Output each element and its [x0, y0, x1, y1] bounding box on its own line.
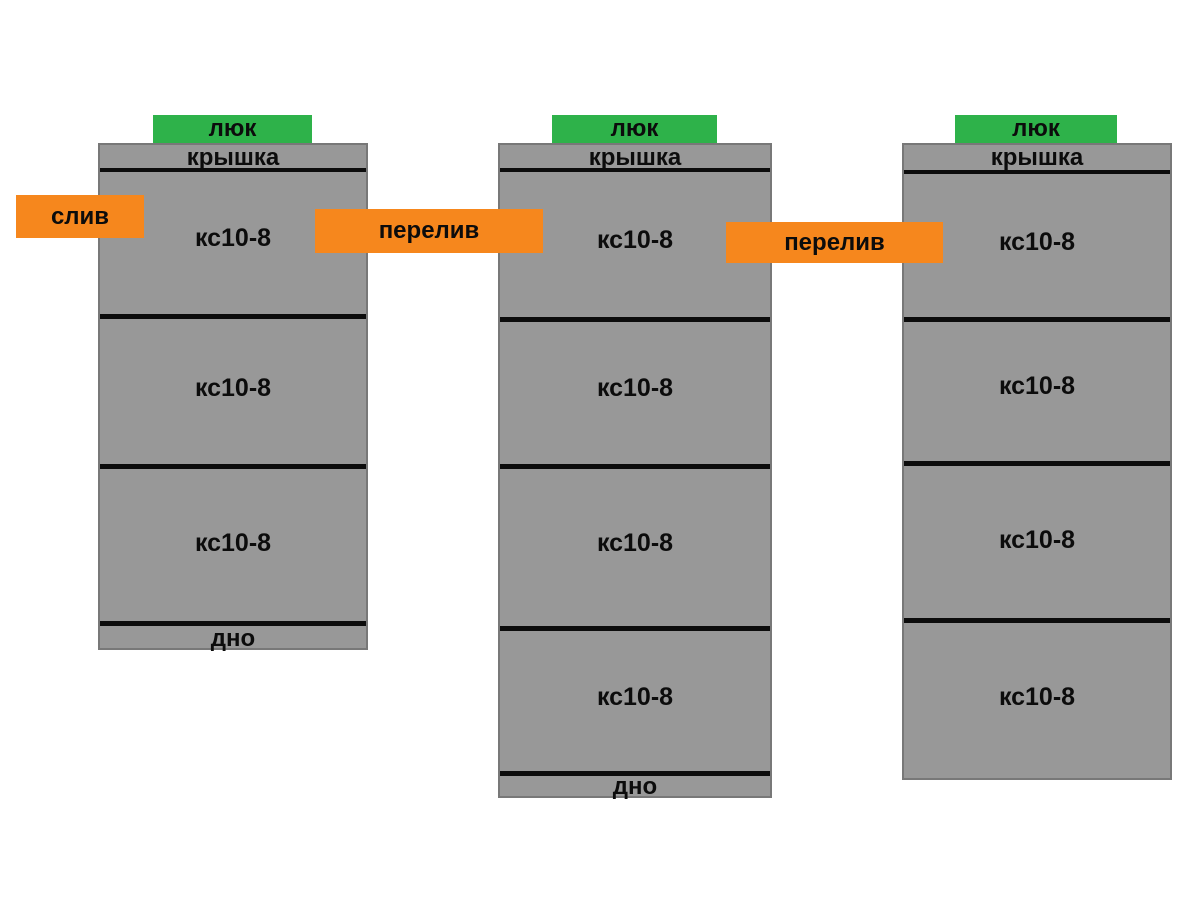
tank-3: крышка кс10-8 кс10-8 кс10-8 кс10-8 — [902, 143, 1172, 780]
ring-label: кс10-8 — [194, 374, 272, 402]
cover-line — [100, 168, 366, 172]
ring-label: кс10-8 — [194, 224, 272, 252]
section-divider-line — [500, 317, 770, 322]
hatch-label-2: люк — [552, 115, 717, 143]
bottom-line — [500, 771, 770, 776]
cover-label: крышка — [186, 144, 280, 171]
section-divider-line — [100, 464, 366, 469]
section-divider-line — [904, 618, 1170, 623]
ring-label: кс10-8 — [596, 529, 674, 557]
ring-label: кс10-8 — [194, 529, 272, 557]
section-divider-line — [904, 461, 1170, 466]
section-divider-line — [904, 317, 1170, 322]
cover-line — [904, 170, 1170, 174]
cover-label: крышка — [588, 144, 682, 171]
ring-label: кс10-8 — [998, 228, 1076, 256]
ring-label: кс10-8 — [998, 683, 1076, 711]
overflow-connector-2: перелив — [726, 222, 943, 263]
section-divider-line — [500, 464, 770, 469]
drain-connector: слив — [16, 195, 144, 238]
ring-label: кс10-8 — [596, 226, 674, 254]
ring-label: кс10-8 — [596, 683, 674, 711]
cover-label: крышка — [990, 144, 1084, 171]
ring-label: кс10-8 — [596, 374, 674, 402]
cover-line — [500, 168, 770, 172]
bottom-line — [100, 621, 366, 626]
section-divider-line — [100, 314, 366, 319]
ring-label: кс10-8 — [998, 526, 1076, 554]
section-divider-line — [500, 626, 770, 631]
hatch-label-1: люк — [153, 115, 312, 143]
ring-label: кс10-8 — [998, 372, 1076, 400]
overflow-connector-1: перелив — [315, 209, 543, 253]
hatch-label-3: люк — [955, 115, 1117, 143]
bottom-label: дно — [612, 773, 658, 800]
bottom-label: дно — [210, 625, 256, 652]
